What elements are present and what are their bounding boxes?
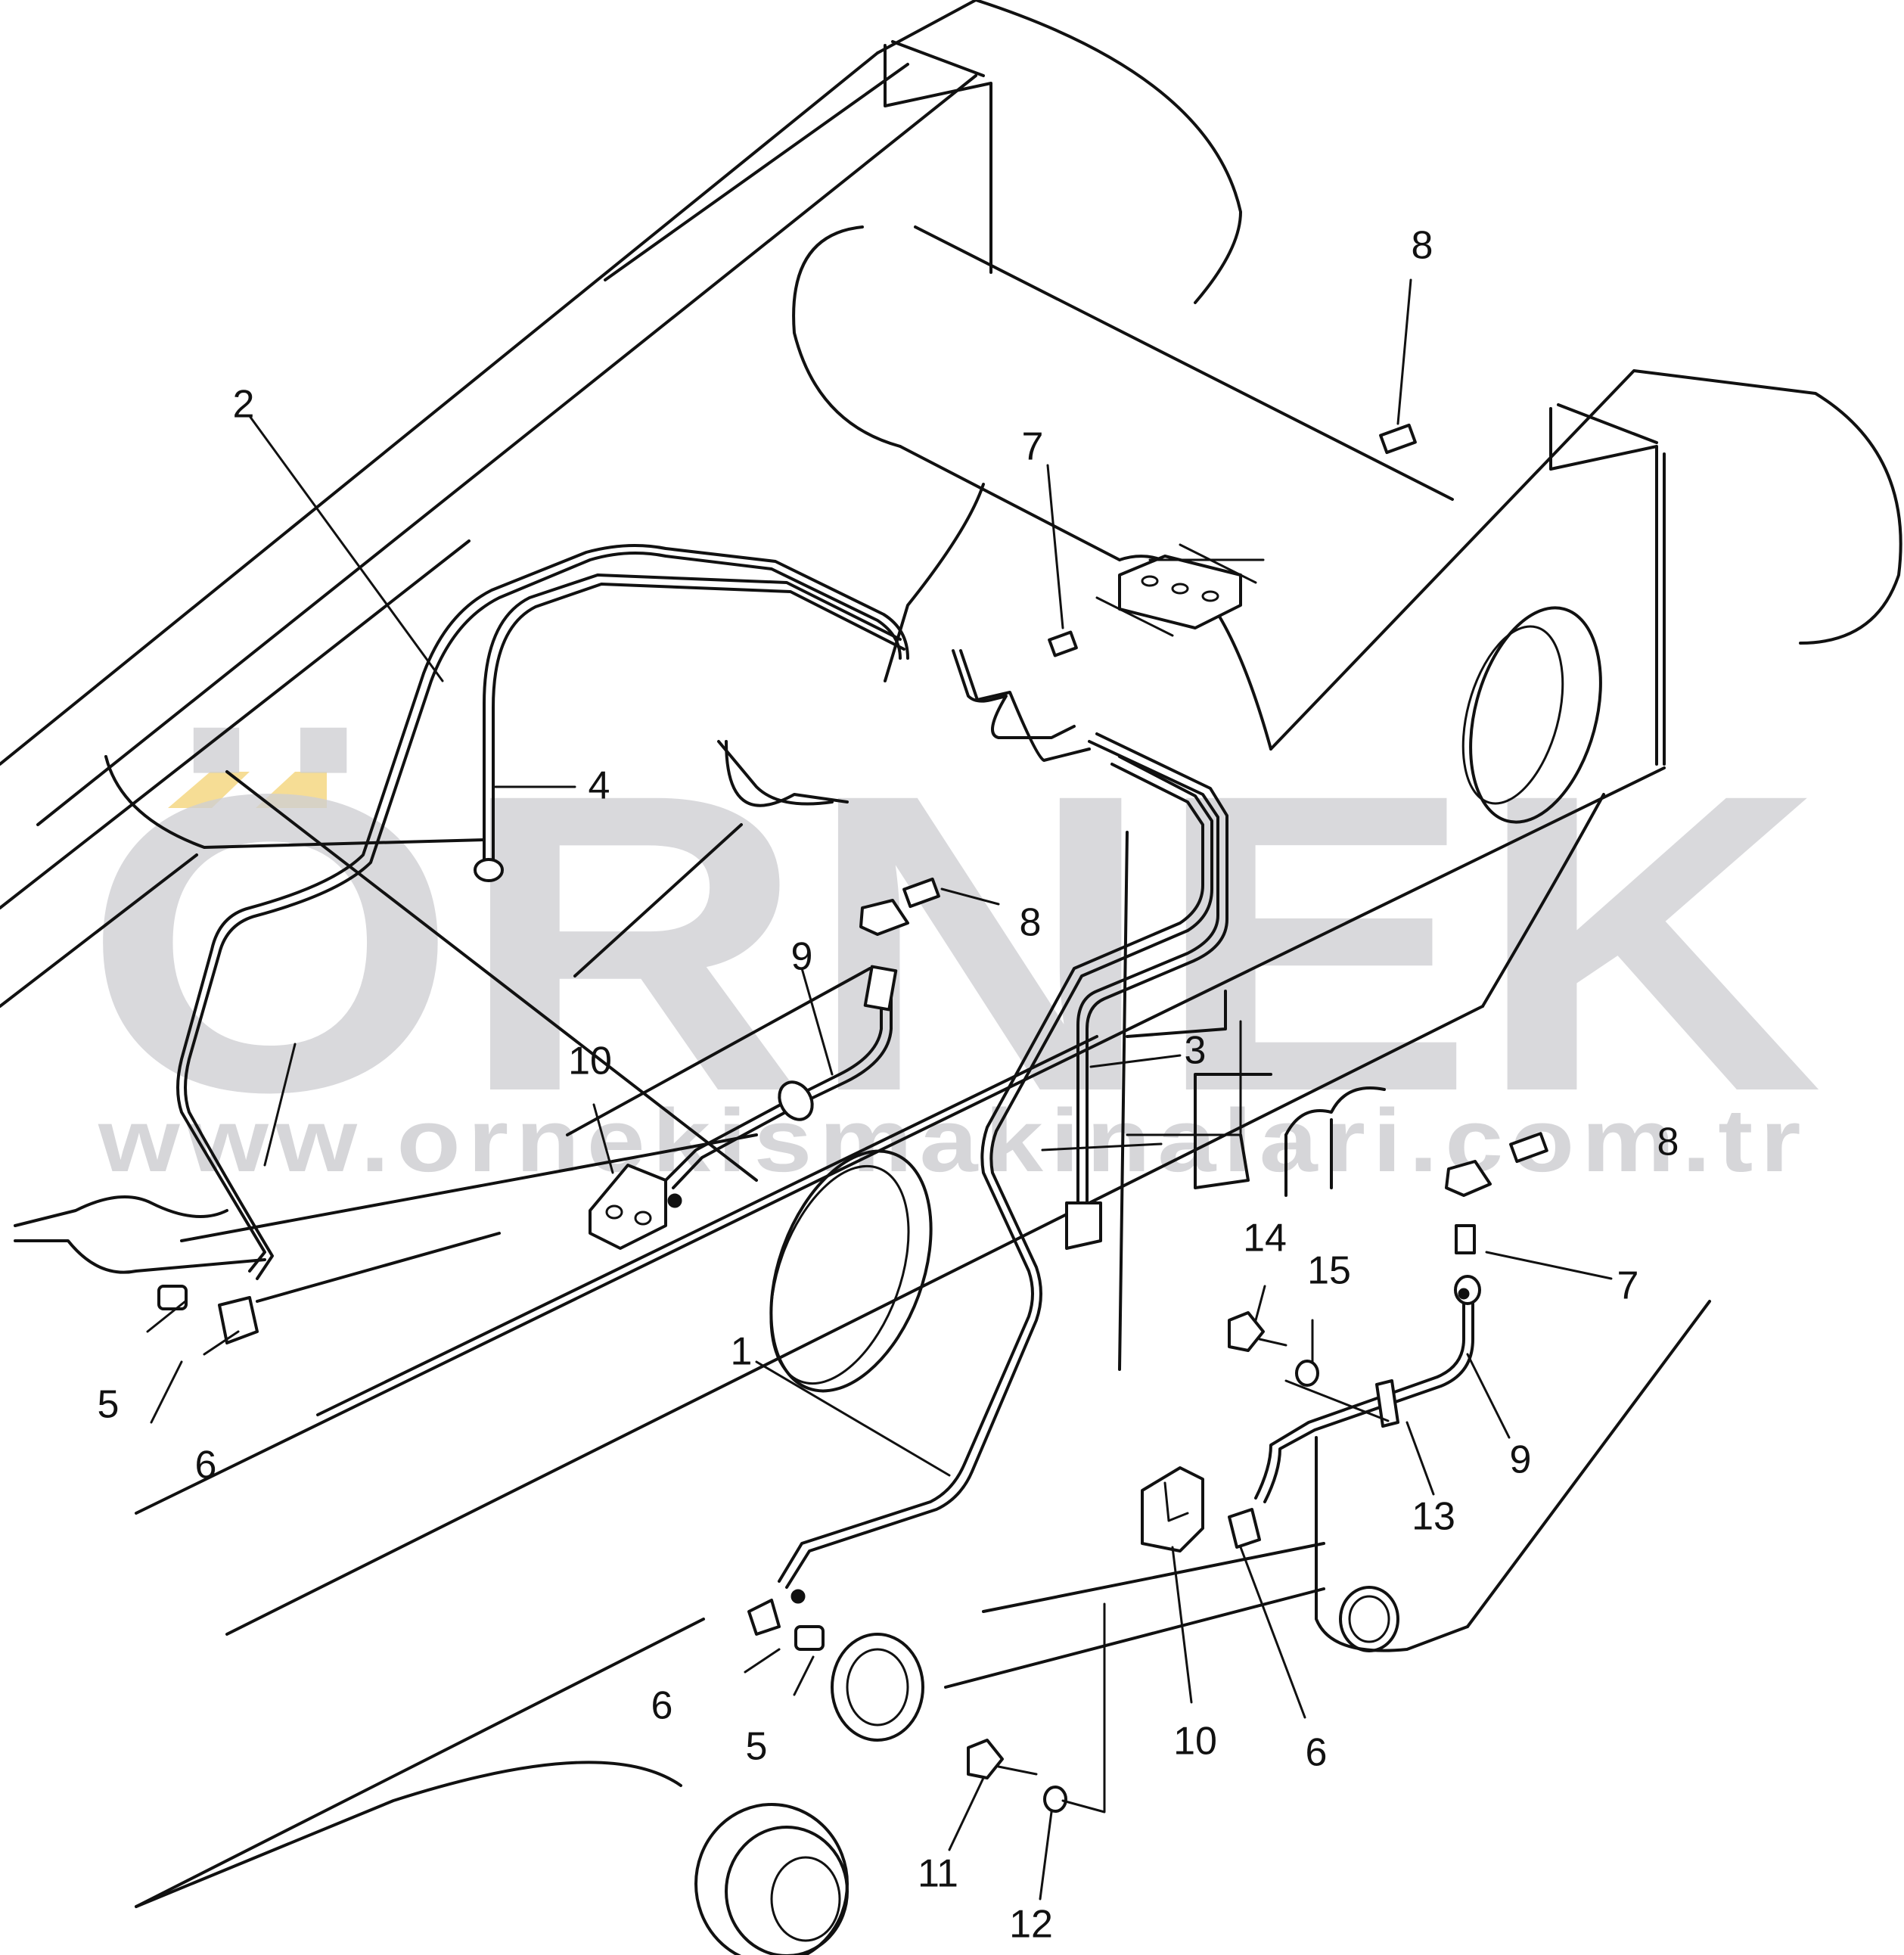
callout-6a: 6 xyxy=(195,1444,217,1487)
callout-2: 2 xyxy=(233,383,255,427)
elbow-6-left xyxy=(218,1296,259,1344)
callout-9b: 9 xyxy=(1510,1438,1532,1482)
connector-5-left xyxy=(157,1285,188,1310)
callout-7b: 7 xyxy=(1617,1264,1639,1308)
callout-10a: 10 xyxy=(568,1040,612,1083)
callout-7a: 7 xyxy=(1022,425,1044,469)
watermark-accent-left xyxy=(168,772,250,808)
callout-13: 13 xyxy=(1412,1495,1455,1539)
callout-8a: 8 xyxy=(1412,224,1433,268)
callout-9a: 9 xyxy=(791,935,813,979)
callout-10b: 10 xyxy=(1173,1720,1217,1764)
grease-fitting-7-upper xyxy=(1048,630,1078,657)
washer-12 xyxy=(1043,1786,1067,1813)
callout-labels: 1 2 3 4 5 5 6 6 6 7 7 8 8 8 9 9 10 10 11… xyxy=(98,224,1679,1947)
bracket-10-right xyxy=(1141,1466,1204,1552)
elbow-6-right xyxy=(1228,1508,1261,1549)
bolt-14 xyxy=(1228,1311,1265,1352)
grease-fitting-8-right xyxy=(1509,1132,1548,1164)
callout-14: 14 xyxy=(1243,1217,1287,1260)
watermark: ÖRNEK www.ornekismakinalari.com.tr xyxy=(83,706,1823,1191)
elbow-6-lower xyxy=(747,1599,781,1636)
callout-6b: 6 xyxy=(651,1684,673,1728)
callout-1: 1 xyxy=(731,1330,753,1374)
clip-13 xyxy=(1375,1379,1399,1428)
leader-lines xyxy=(146,278,1613,1901)
callout-11: 11 xyxy=(918,1852,958,1896)
callout-3: 3 xyxy=(1185,1029,1207,1073)
washer-15 xyxy=(1295,1360,1319,1387)
callout-6c: 6 xyxy=(1306,1731,1328,1775)
bolt-11 xyxy=(967,1739,1004,1779)
watermark-accent-right xyxy=(256,772,327,808)
grease-fitting-8-middle xyxy=(902,877,940,909)
grease-fitting-8-top xyxy=(1379,423,1417,455)
callout-8c: 8 xyxy=(1657,1120,1679,1164)
callout-15: 15 xyxy=(1307,1249,1351,1293)
watermark-logo: ÖRNEK xyxy=(83,706,1823,1180)
callout-12: 12 xyxy=(1009,1903,1053,1947)
callout-8b: 8 xyxy=(1020,901,1042,945)
fittings xyxy=(157,423,1548,1813)
callout-4: 4 xyxy=(589,764,610,808)
grease-pipes xyxy=(176,544,1474,1589)
connector-5-lower xyxy=(794,1625,825,1651)
bracket-10-left xyxy=(589,1164,667,1250)
callout-5b: 5 xyxy=(746,1725,768,1769)
callout-5a: 5 xyxy=(98,1383,120,1427)
